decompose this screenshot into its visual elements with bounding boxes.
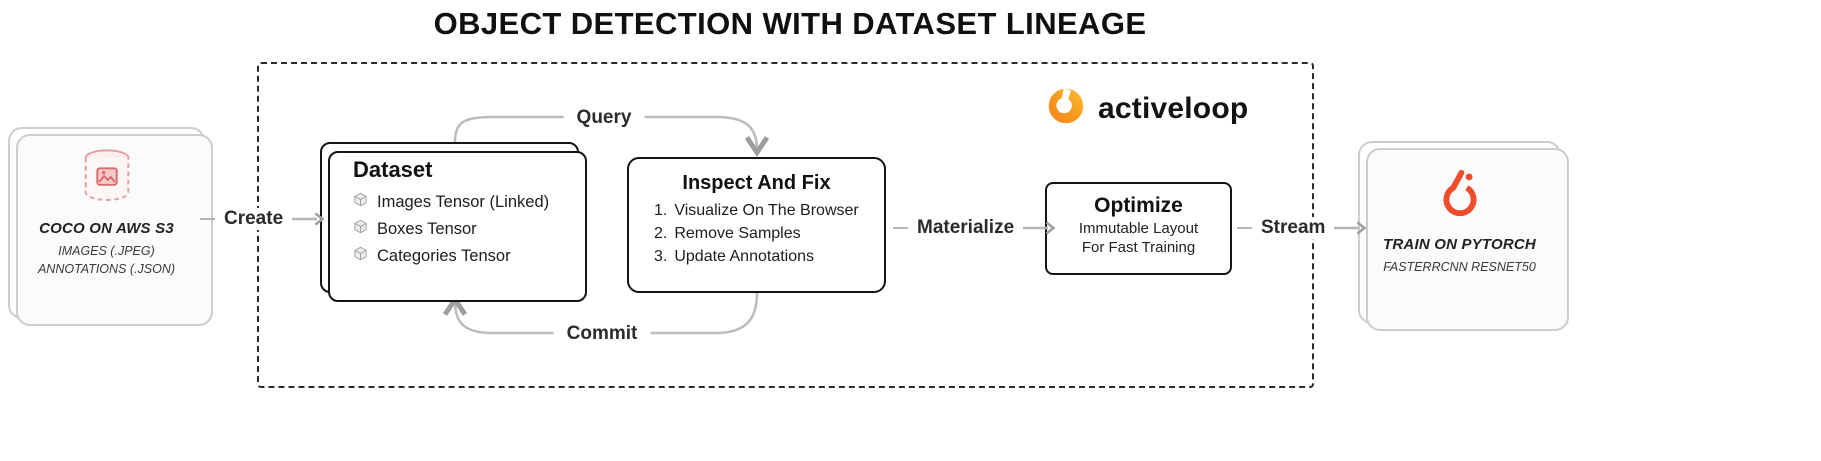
inspect-item-number: 3. (654, 248, 668, 265)
inspect-item-label: Remove Samples (674, 225, 801, 242)
optimize-box-title: Optimize (1094, 194, 1183, 217)
dataset-item: Categories Tensor (353, 246, 577, 266)
train-card: TRAIN ON PYTORCH FASTERRCNN RESNET50 (1358, 141, 1569, 331)
diagram-title: OBJECT DETECTION WITH DATASET LINEAGE (433, 6, 1147, 41)
inspect-item-label: Update Annotations (674, 248, 815, 265)
flow-arrow-materialize: Materialize (893, 215, 1057, 241)
materialize-arrow-label: Materialize (914, 217, 1018, 239)
inspect-item-label: Visualize On The Browser (674, 202, 859, 219)
inspect-box-title: Inspect And Fix (682, 172, 831, 194)
activeloop-logo: activeloop (1046, 86, 1248, 131)
dataset-item-label: Images Tensor (Linked) (377, 192, 550, 211)
inspect-item: 2. Remove Samples (654, 225, 884, 243)
source-card-line1: IMAGES (.JPEG) (58, 244, 155, 258)
inspect-and-fix-box: Inspect And Fix 1. Visualize On The Brow… (627, 157, 886, 293)
flow-arrow-stream: Stream (1237, 215, 1368, 241)
arrow-line (893, 227, 908, 229)
arrow-line (1237, 227, 1252, 229)
dataset-box-title: Dataset (353, 157, 433, 182)
activeloop-logo-icon (1046, 86, 1086, 131)
train-card-subtitle: FASTERRCNN RESNET50 (1383, 260, 1536, 274)
source-card: COCO ON AWS S3 IMAGES (.JPEG) ANNOTATION… (8, 127, 213, 326)
right-arrow-icon (292, 212, 325, 226)
tensor-cube-icon (353, 246, 368, 266)
coco-database-icon (65, 147, 149, 214)
source-card-line2: ANNOTATIONS (.JSON) (37, 261, 176, 276)
tensor-cube-icon (353, 192, 368, 212)
train-card-title: TRAIN ON PYTORCH (1383, 236, 1536, 253)
flow-arrow-create: Create (200, 206, 326, 232)
inspect-item-number: 2. (654, 225, 668, 242)
activeloop-wordmark: activeloop (1098, 91, 1249, 125)
source-card-title: COCO ON AWS S3 (39, 220, 174, 237)
inspect-item-number: 1. (654, 202, 668, 219)
dataset-item-label: Boxes Tensor (377, 219, 477, 238)
tensor-cube-icon (353, 219, 368, 239)
inspect-item: 1. Visualize On The Browser (654, 202, 884, 220)
right-arrow-icon (1334, 221, 1367, 235)
optimize-box-line2: For Fast Training (1081, 239, 1196, 256)
dataset-item-label: Categories Tensor (377, 246, 511, 265)
inspect-item: 3. Update Annotations (654, 248, 884, 266)
dataset-item: Images Tensor (Linked) (353, 192, 577, 212)
commit-arrow-label: Commit (553, 323, 651, 345)
optimize-box: Optimize Immutable Layout For Fast Train… (1045, 182, 1232, 275)
query-arrow-label: Query (563, 107, 645, 129)
optimize-box-line1: Immutable Layout (1078, 220, 1199, 237)
stream-arrow-label: Stream (1258, 217, 1329, 239)
right-arrow-icon (1023, 221, 1056, 235)
dataset-item: Boxes Tensor (353, 219, 577, 239)
create-arrow-label: Create (221, 208, 287, 230)
arrow-line (200, 218, 215, 220)
dataset-box: Dataset Images Tensor (Linked) Boxes Ten… (320, 142, 587, 302)
pytorch-icon (1431, 167, 1489, 230)
